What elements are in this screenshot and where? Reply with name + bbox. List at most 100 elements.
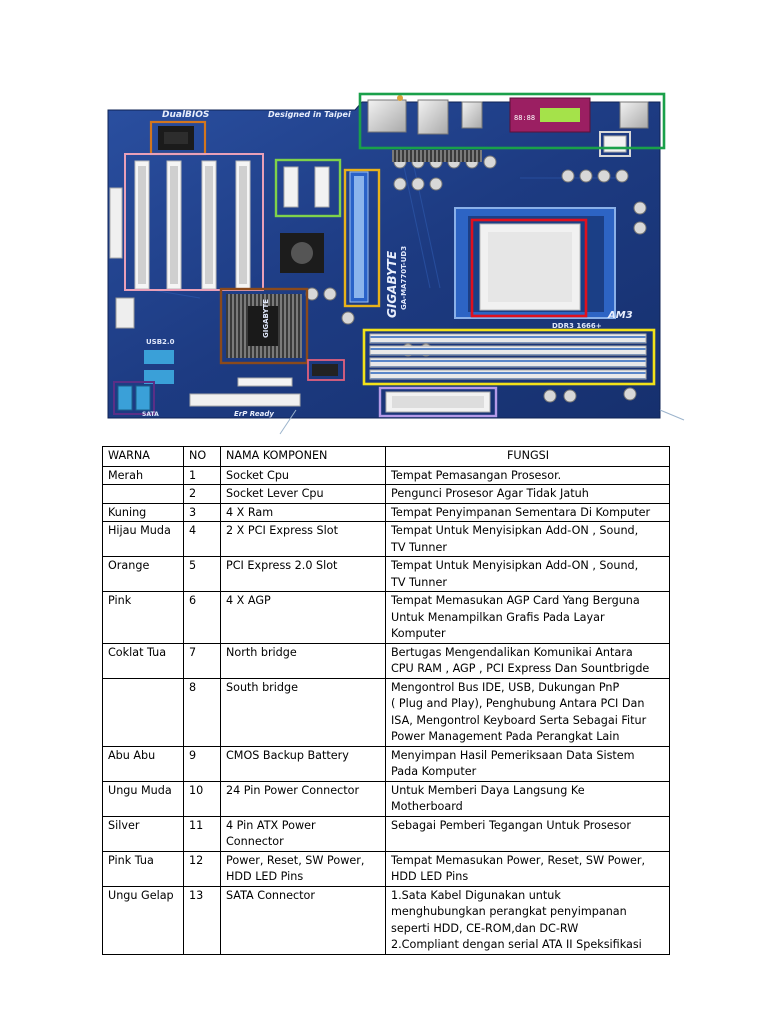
cell-nama-komponen: 4 X Ram [220, 502, 386, 522]
cell-fungsi: Sebagai Pemberi Tegangan Untuk Prosesor [385, 815, 670, 852]
silk-sata: SATA [142, 411, 159, 418]
motherboard-image: DualBIOS Designed in Taipei [100, 88, 690, 438]
cell-nama-komponen: PCI Express 2.0 Slot [220, 556, 386, 592]
cell-no: 8 [183, 677, 221, 747]
cell-no: 11 [183, 815, 221, 852]
highlight-red-cpu [470, 218, 588, 318]
cell-warna: Pink [102, 591, 184, 644]
io-lcd-panel [540, 108, 580, 122]
silk-designed: Designed in Taipei [268, 110, 351, 119]
fungsi-line: Pada Komputer [391, 765, 477, 778]
cell-nama-komponen: 4 X AGP [220, 591, 386, 644]
cell-warna: Hijau Muda [102, 521, 184, 557]
fungsi-line: Menyimpan Hasil Pemeriksaan Data Sistem [391, 748, 635, 762]
silk-dualbios: DualBIOS [162, 110, 209, 120]
ide-connector [109, 187, 123, 259]
nama-line: SATA Connector [226, 888, 315, 902]
cell-warna: Orange [102, 556, 184, 592]
highlight-orange-pcie16 [343, 168, 381, 308]
fungsi-line: Mengontrol Bus IDE, USB, Dukungan PnP [391, 680, 620, 694]
silk-erp: ErP Ready [234, 410, 274, 418]
highlight-green-pcie [274, 158, 342, 218]
fungsi-line: seperti HDD, CE-ROM,dan DC-RW [391, 921, 579, 935]
cell-nama-komponen: 24 Pin Power Connector [220, 780, 386, 817]
nama-line: Power, Reset, SW Power, [226, 853, 365, 867]
cell-nama-komponen: South bridge [220, 677, 386, 747]
cell-fungsi: Tempat Penyimpanan Sementara Di Komputer [385, 502, 670, 522]
cell-fungsi: Mengontrol Bus IDE, USB, Dukungan PnP( P… [385, 677, 670, 747]
fungsi-line: Power Management Pada Perangkat Lain [391, 730, 620, 743]
highlight-yellow-ram [362, 328, 656, 386]
cell-warna: Kuning [102, 502, 184, 522]
silk-gigabyte-vertical: GIGABYTE [385, 250, 399, 318]
fungsi-line: TV Tunner [391, 575, 447, 589]
silk-am3: AM3 [607, 310, 633, 321]
cpu-socket-pins [488, 232, 572, 302]
fungsi-line: Untuk Menampilkan Grafis Pada Layar [391, 610, 605, 624]
motherboard-drawing: DualBIOS Designed in Taipei [107, 92, 685, 435]
fungsi-line: HDD LED Pins [391, 870, 469, 883]
fungsi-line: Motherboard [391, 800, 463, 813]
silk-usb: USB2.0 [146, 338, 175, 346]
highlight-green-io [358, 92, 666, 150]
table-row: 2 Socket Lever Cpu Pengunci Prosesor Agar … [102, 484, 670, 504]
highlight-purple-atx24 [378, 386, 498, 418]
cell-no: 2 [183, 484, 221, 504]
cell-warna: Silver [102, 815, 184, 852]
cell-warna: Abu Abu [102, 745, 184, 782]
atx4-connector [603, 135, 627, 153]
fungsi-line: Tempat Memasukan Power, Reset, SW Power, [391, 853, 646, 867]
fungsi-line: Komputer [391, 627, 446, 640]
cell-nama-komponen: CMOS Backup Battery [220, 745, 386, 782]
header-no: NO [183, 446, 221, 467]
cell-nama-komponen: 2 X PCI Express Slot [220, 521, 386, 557]
usb-headers [115, 297, 174, 384]
cell-no: 10 [183, 780, 221, 817]
header-nama-komponen: NAMA KOMPONEN [220, 446, 386, 467]
cell-no: 4 [183, 521, 221, 557]
fungsi-line: Bertugas Mengendalikan Komunikai Antara [391, 645, 633, 659]
fungsi-line: CPU RAM , AGP , PCI Express Dan Sountbri… [391, 662, 650, 675]
cell-nama-komponen: Socket Lever Cpu [220, 484, 386, 504]
table-header: WARNA NO NAMA KOMPONEN FUNGSI [102, 446, 670, 467]
fungsi-line: TV Tunner [391, 540, 447, 554]
nama-line: Socket Cpu [226, 468, 290, 482]
nama-line: CMOS Backup Battery [226, 748, 349, 762]
header-warna: WARNA [102, 446, 184, 467]
cell-no: 3 [183, 502, 221, 522]
highlight-silver-atx4 [599, 131, 631, 157]
cell-nama-komponen: Socket Cpu [220, 465, 386, 485]
cell-fungsi: Pengunci Prosesor Agar Tidak Jatuh [385, 484, 670, 504]
cell-fungsi: Tempat Untuk Menyisipkan Add-ON , Sound,… [385, 556, 670, 592]
pcb-traces [139, 147, 620, 299]
cell-fungsi: Tempat Untuk Menyisipkan Add-ON , Sound,… [385, 521, 670, 557]
dualbios-chips [158, 126, 194, 150]
board-edge-line [659, 409, 685, 421]
cell-no: 6 [183, 591, 221, 644]
cell-warna: Pink Tua [102, 850, 184, 887]
cell-nama-komponen: Power, Reset, SW Power, HDD LED Pins [220, 850, 386, 887]
fungsi-line: Sebagai Pemberi Tegangan Untuk Prosesor [391, 818, 631, 832]
fungsi-line: 1.Sata Kabel Digunakan untuk [391, 888, 561, 902]
sata-connectors [117, 385, 151, 411]
nama-line: Socket Lever Cpu [226, 487, 324, 500]
nama-line: North bridge [226, 645, 297, 659]
io-lcd-text: 88:88 [514, 114, 535, 122]
cell-warna: Ungu Gelap [102, 885, 184, 955]
cell-warna [102, 677, 184, 747]
fungsi-line: Tempat Pemasangan Prosesor. [391, 468, 562, 482]
nama-line: HDD LED Pins [226, 870, 304, 883]
highlight-darkpink-fpanel [307, 359, 345, 381]
vrm-heatsink [392, 150, 482, 162]
cell-no: 1 [183, 465, 221, 485]
cell-no: 13 [183, 885, 221, 955]
